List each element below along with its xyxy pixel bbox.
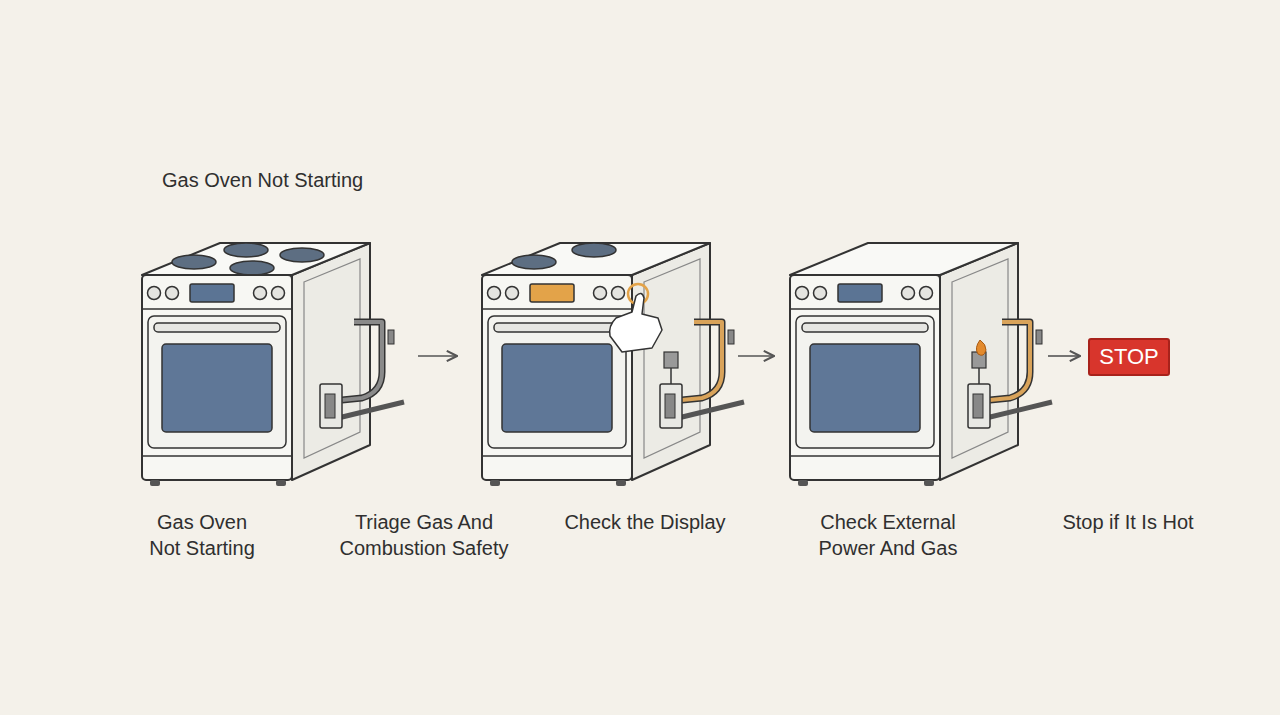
gas-pipe-outline: [342, 322, 382, 400]
control-knob: [272, 287, 285, 300]
oven-foot: [798, 480, 808, 486]
oven-foot: [616, 480, 626, 486]
oven-foot: [150, 480, 160, 486]
burner: [512, 255, 556, 269]
supply-line: [338, 402, 404, 418]
oven-door: [488, 316, 626, 448]
stop-text: STOP: [1099, 344, 1159, 370]
oven-illustration: [482, 243, 744, 486]
gas-pipe: [682, 322, 722, 400]
shutoff-valve: [1036, 330, 1042, 344]
burner: [172, 255, 216, 269]
valve: [973, 394, 983, 418]
valve: [665, 394, 675, 418]
oven-side: [292, 243, 370, 480]
oven-side: [632, 243, 710, 480]
side-panel: [304, 259, 360, 458]
side-panel: [952, 259, 1008, 458]
drawer-line: [482, 455, 632, 457]
valve-box: [660, 384, 682, 428]
burner: [280, 248, 324, 262]
control-knob: [594, 287, 607, 300]
flow-arrow: [738, 355, 774, 357]
hand: [610, 293, 662, 352]
oven-foot: [924, 480, 934, 486]
stop-box: STOP: [1088, 338, 1170, 376]
burner: [224, 243, 268, 257]
control-knob: [814, 287, 827, 300]
supply-line: [678, 402, 744, 418]
control-knob: [612, 287, 625, 300]
valve: [325, 394, 335, 418]
door-window: [810, 344, 920, 432]
regulator-stem: [978, 368, 980, 384]
display: [838, 284, 882, 302]
step-caption: Check the Display: [545, 509, 745, 535]
flame: [976, 340, 986, 355]
control-knob: [488, 287, 501, 300]
panel-line: [790, 308, 940, 310]
oven-foot: [490, 480, 500, 486]
control-knob: [796, 287, 809, 300]
flow-arrow: [1048, 355, 1080, 357]
regulator-stem: [670, 368, 672, 384]
oven-top: [790, 243, 1018, 275]
display: [530, 284, 574, 302]
burner: [230, 261, 274, 275]
oven-top: [142, 243, 370, 275]
oven-door: [148, 316, 286, 448]
diagram-title: Gas Oven Not Starting: [162, 167, 363, 193]
oven-door: [796, 316, 934, 448]
drawer-line: [790, 455, 940, 457]
control-knob: [166, 287, 179, 300]
step-caption: Check External Power And Gas: [803, 509, 973, 561]
valve-box: [968, 384, 990, 428]
oven-side: [940, 243, 1018, 480]
display: [190, 284, 234, 302]
gas-pipe-outline: [682, 322, 722, 400]
oven-illustration: [142, 243, 404, 486]
drawer-line: [142, 455, 292, 457]
panel-line: [482, 308, 632, 310]
step-caption: Gas Oven Not Starting: [144, 509, 260, 561]
control-knob: [148, 287, 161, 300]
control-knob: [506, 287, 519, 300]
door-handle: [154, 323, 280, 332]
oven-front: [790, 275, 940, 480]
gas-pipe: [990, 322, 1030, 400]
regulator: [664, 352, 678, 368]
oven-foot: [276, 480, 286, 486]
gas-pipe: [342, 322, 382, 400]
shutoff-valve: [388, 330, 394, 344]
supply-line: [986, 402, 1052, 418]
oven-front: [142, 275, 292, 480]
step-caption: Stop if It Is Hot: [1028, 509, 1228, 535]
control-knob: [920, 287, 933, 300]
control-knob: [254, 287, 267, 300]
door-window: [162, 344, 272, 432]
valve-box: [320, 384, 342, 428]
shutoff-valve: [728, 330, 734, 344]
flow-arrow: [418, 355, 457, 357]
door-handle: [494, 323, 620, 332]
control-knob: [902, 287, 915, 300]
burner: [572, 243, 616, 257]
step-caption: Triage Gas And Combustion Safety: [329, 509, 519, 561]
side-panel: [644, 259, 700, 458]
panel-line: [142, 308, 292, 310]
oven-top: [482, 243, 710, 275]
gas-pipe-outline: [990, 322, 1030, 400]
door-handle: [802, 323, 928, 332]
oven-front: [482, 275, 632, 480]
door-window: [502, 344, 612, 432]
oven-illustration: [790, 243, 1052, 486]
